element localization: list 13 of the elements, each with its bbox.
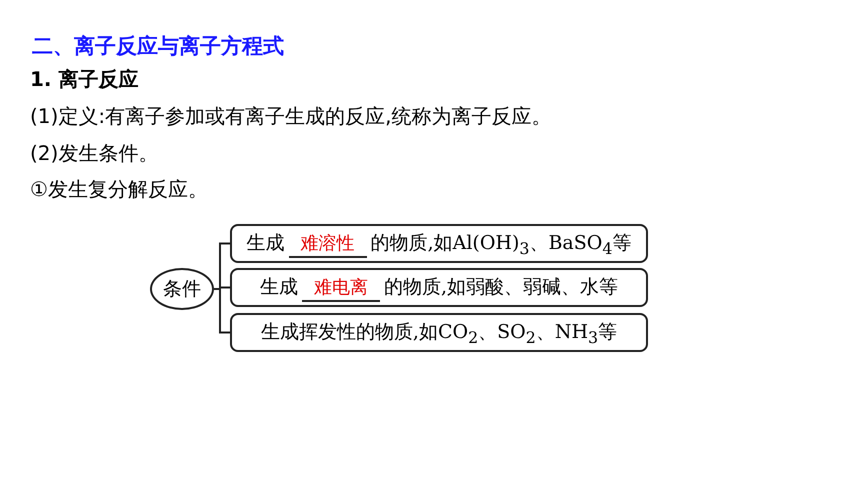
condition-box	[230, 313, 648, 352]
body-text: (2)发生条件。	[30, 140, 158, 167]
box-text: 生成 难电离 的物质,如弱酸、弱碱、水等	[260, 274, 618, 302]
body-text: ①发生复分解反应。	[30, 176, 208, 203]
box-text: 生成挥发性的物质,如CO$_{2}$、SO$_{2}$、NH$_{3}$等	[260, 320, 618, 346]
box-text: 条件	[163, 277, 201, 302]
body-text: (1)定义:有离子参加或有离子生成的反应,统称为离子反应。	[30, 103, 552, 130]
box-text: 生成 难溶性 的物质,如Al(OH)$_{3}$、BaSO$_{4}$等	[246, 230, 632, 258]
condition-box	[230, 224, 648, 263]
section-heading: 二、离子反应与离子方程式	[32, 33, 284, 60]
subheading: 1. 离子反应	[30, 66, 138, 93]
condition-box	[230, 268, 648, 307]
bracket-connector	[214, 288, 230, 334]
